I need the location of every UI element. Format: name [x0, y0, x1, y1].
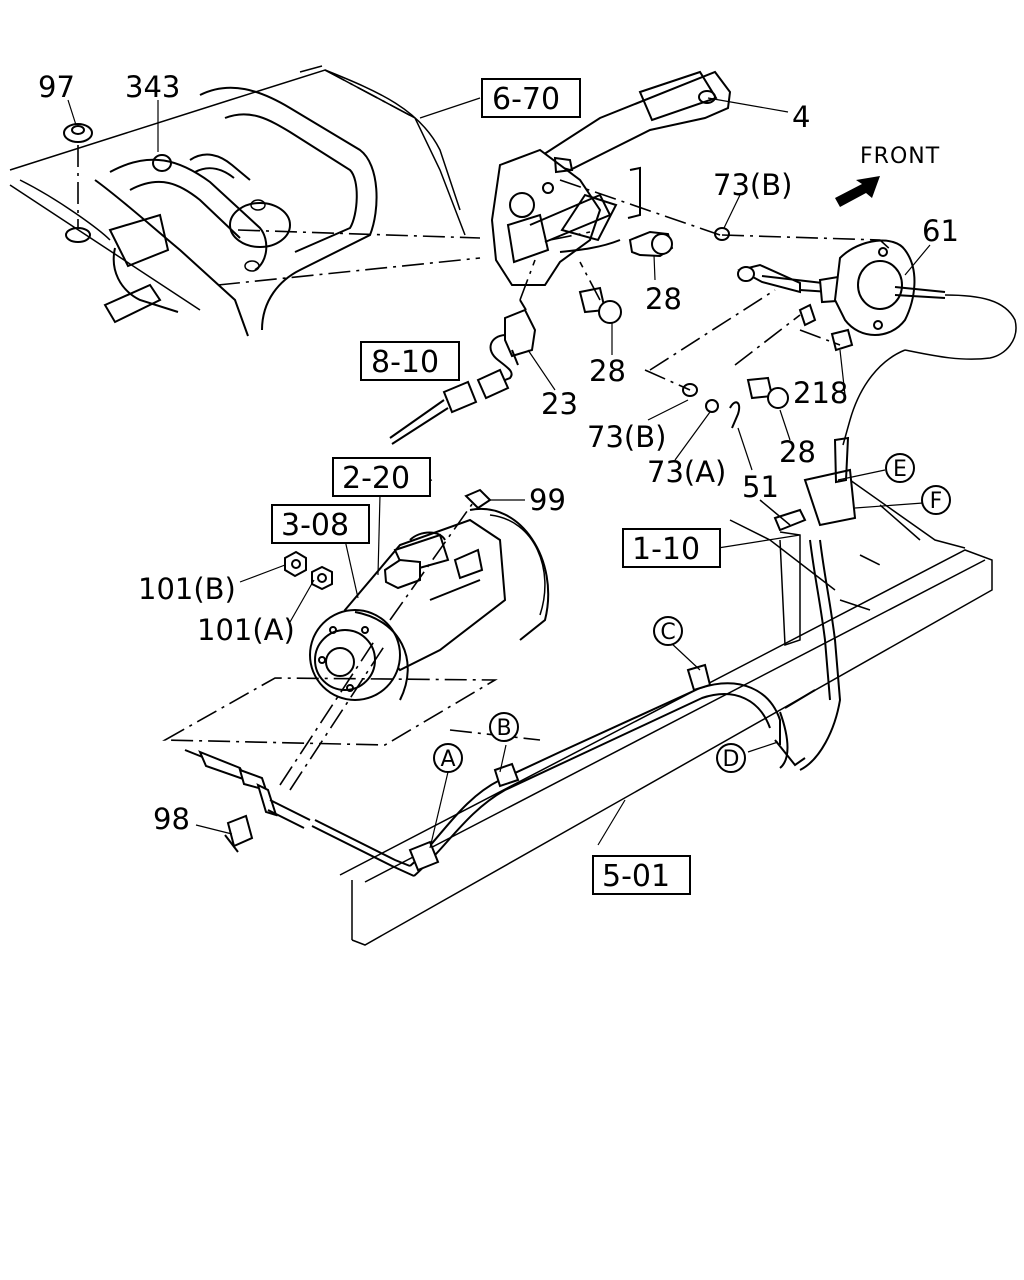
part-label-28-upper: 28 — [645, 282, 682, 316]
brake-cable — [311, 436, 857, 877]
circle-label-b: B — [496, 716, 511, 741]
transmission — [309, 507, 550, 701]
circled-letters: E F C B A D — [433, 453, 951, 773]
front-cable — [184, 749, 311, 853]
clip-99 — [464, 488, 492, 510]
part-label-73b-top: 73(B) — [713, 168, 792, 202]
circle-label-c: C — [660, 620, 675, 645]
ref-box-2-20: 2-20 — [342, 461, 410, 496]
part-number-labels: 97 343 4 73(B) 61 28 28 218 23 73(B) 73(… — [38, 70, 959, 836]
ref-box-6-70: 6-70 — [492, 82, 560, 117]
circle-label-e: E — [893, 457, 907, 482]
leader-lines — [67, 97, 931, 849]
front-arrow-icon — [835, 176, 880, 207]
part-label-101a: 101(A) — [197, 613, 295, 647]
ref-box-1-10: 1-10 — [632, 532, 700, 567]
part-label-61: 61 — [922, 214, 959, 248]
part-label-97: 97 — [38, 70, 75, 104]
circle-label-a: A — [440, 747, 455, 772]
part-label-99: 99 — [529, 483, 566, 517]
ref-box-3-08: 3-08 — [281, 508, 349, 543]
brake-switch — [389, 299, 537, 445]
circle-label-d: D — [723, 747, 740, 772]
grommets — [63, 123, 172, 243]
part-label-101b: 101(B) — [138, 572, 236, 606]
cable-bracket — [737, 239, 1017, 446]
part-label-23: 23 — [541, 387, 578, 421]
circle-label-f: F — [930, 489, 943, 514]
part-label-28-middle: 28 — [589, 354, 626, 388]
part-label-73b-lower: 73(B) — [587, 420, 666, 454]
part-label-28-lower: 28 — [779, 435, 816, 469]
bolts-28 — [578, 230, 789, 409]
nuts-101 — [284, 550, 333, 591]
ref-box-5-01: 5-01 — [602, 859, 670, 894]
relation-lines — [77, 69, 894, 791]
front-direction-indicator: FRONT — [835, 144, 940, 207]
part-label-343: 343 — [125, 70, 180, 104]
part-label-98: 98 — [153, 802, 190, 836]
part-label-51: 51 — [742, 470, 779, 504]
ref-box-8-10: 8-10 — [371, 345, 439, 380]
part-label-4: 4 — [792, 100, 810, 134]
washers — [682, 227, 741, 429]
part-label-218: 218 — [793, 376, 848, 410]
reference-boxes: 6-70 8-10 2-20 3-08 1-10 5-01 — [271, 78, 721, 895]
floor-panel — [9, 65, 466, 337]
part-label-73a: 73(A) — [647, 455, 726, 489]
front-label: FRONT — [860, 144, 940, 169]
